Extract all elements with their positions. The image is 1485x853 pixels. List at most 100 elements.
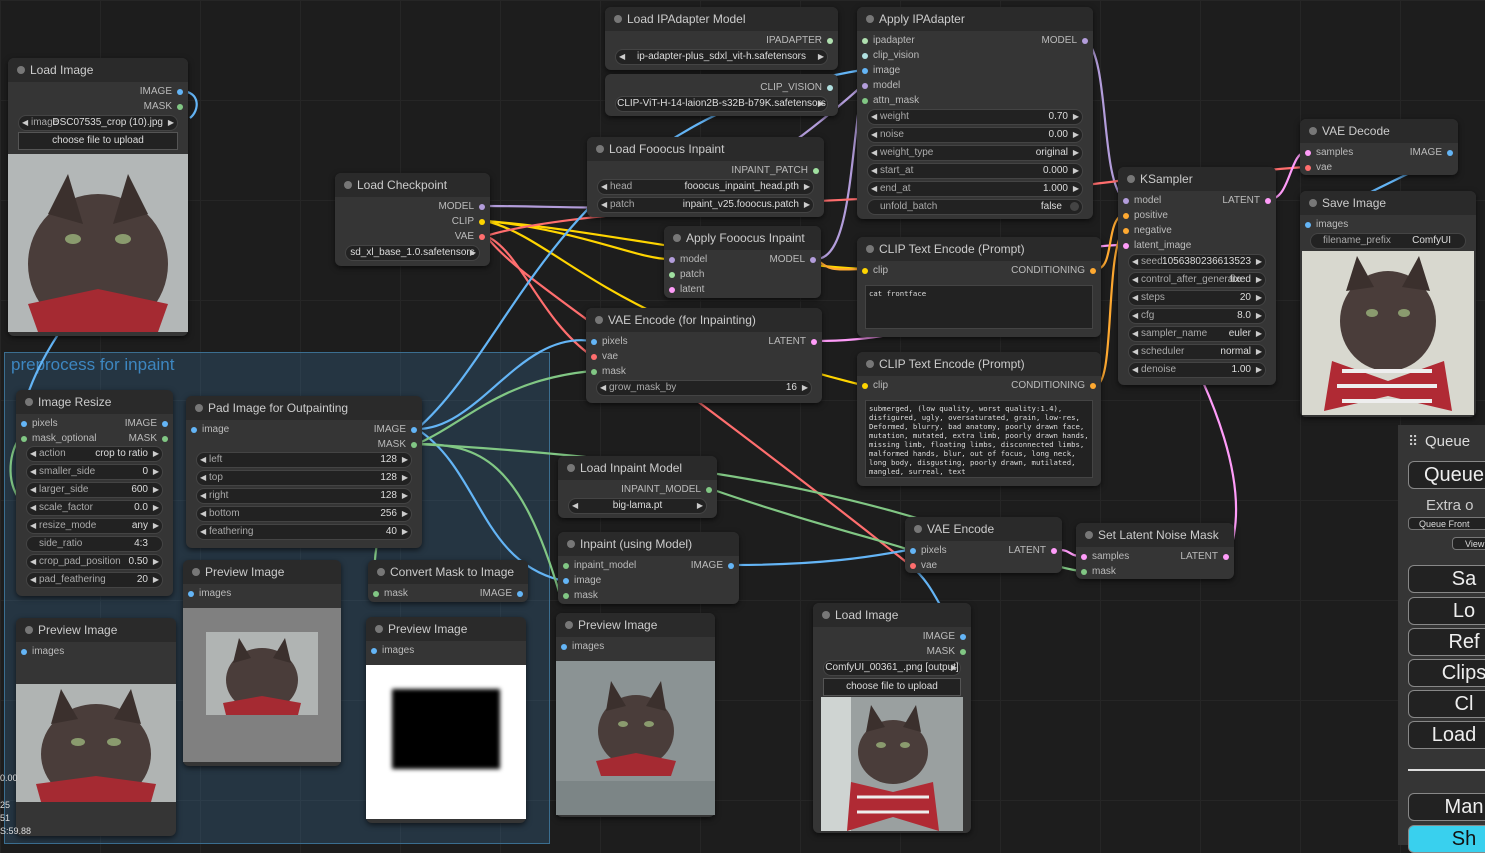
node-load-inpaint-model[interactable]: Load Inpaint Model INPAINT_MODEL ◀big-la… <box>558 456 717 518</box>
node-vae-encode-inpaint[interactable]: VAE Encode (for Inpainting) pixels vae m… <box>586 308 822 403</box>
input-images[interactable]: images <box>561 639 604 654</box>
node-vae-encode[interactable]: VAE Encode pixels vae LATENT <box>905 517 1062 573</box>
input-vae[interactable]: vae <box>910 558 937 573</box>
node-title[interactable]: Preview Image <box>183 560 341 584</box>
collapse-dot-icon[interactable] <box>822 611 830 619</box>
node-title[interactable]: Preview Image <box>556 613 715 637</box>
node-title[interactable]: VAE Decode <box>1300 119 1458 143</box>
manager-button[interactable]: Man <box>1408 793 1485 821</box>
output-model[interactable]: MODEL <box>769 252 816 267</box>
node-inpaint-using-model[interactable]: Inpaint (using Model) inpaint_model imag… <box>558 532 739 604</box>
node-title[interactable]: VAE Encode <box>905 517 1062 541</box>
collapse-dot-icon[interactable] <box>1127 175 1135 183</box>
ckpt-select[interactable]: sd_xl_base_1.0.safetensors▶ <box>345 245 480 261</box>
positive-prompt-textarea[interactable]: cat frontface <box>865 285 1093 329</box>
input-vae[interactable]: vae <box>591 349 618 364</box>
output-ipadapter[interactable]: IPADAPTER <box>766 33 833 48</box>
input-image[interactable]: image <box>862 63 900 78</box>
collapse-dot-icon[interactable] <box>565 621 573 629</box>
input-clip[interactable]: clip <box>862 378 888 393</box>
node-convert-mask[interactable]: Convert Mask to Image mask IMAGE <box>368 560 528 602</box>
queue-prompt-button[interactable]: Queue <box>1408 461 1485 489</box>
output-mask[interactable]: MASK <box>927 644 966 659</box>
node-apply-fooocus[interactable]: Apply Fooocus Inpaint model patch latent… <box>664 226 821 298</box>
output-mask[interactable]: MASK <box>378 437 417 452</box>
collapse-dot-icon[interactable] <box>866 15 874 23</box>
output-latent[interactable]: LATENT <box>1008 543 1057 558</box>
collapse-dot-icon[interactable] <box>866 360 874 368</box>
input-inpaint-model[interactable]: inpaint_model <box>563 558 636 573</box>
output-latent[interactable]: LATENT <box>1222 193 1271 208</box>
input-mask[interactable]: mask <box>591 364 626 379</box>
node-clip-text-positive[interactable]: CLIP Text Encode (Prompt) clip CONDITION… <box>857 237 1101 337</box>
load-default-button[interactable]: Load <box>1408 721 1485 749</box>
collapse-dot-icon[interactable] <box>192 568 200 576</box>
input-clip-vision[interactable]: clip_vision <box>862 48 919 63</box>
node-load-image-2[interactable]: Load Image IMAGE MASK ComfyUI_00361_.png… <box>813 603 971 833</box>
node-preview-image-4[interactable]: Preview Image images <box>556 613 715 817</box>
node-title[interactable]: Load Fooocus Inpaint <box>587 137 824 161</box>
node-title[interactable]: Image Resize <box>16 390 173 414</box>
output-conditioning[interactable]: CONDITIONING <box>1011 263 1096 278</box>
node-title[interactable]: Pad Image for Outpainting <box>186 396 422 420</box>
collapse-dot-icon[interactable] <box>195 404 203 412</box>
input-patch[interactable]: patch <box>669 267 704 282</box>
collapse-dot-icon[interactable] <box>567 540 575 548</box>
input-images[interactable]: images <box>371 643 414 658</box>
node-title[interactable]: Load Image <box>8 58 188 82</box>
queue-front-button[interactable]: Queue Front <box>1408 517 1485 530</box>
ipadapter-file-select[interactable]: ◀ip-adapter-plus_sdxl_vit-h.safetensors▶ <box>615 49 828 65</box>
share-button[interactable]: Sh <box>1408 825 1485 853</box>
output-model[interactable]: MODEL <box>1041 33 1088 48</box>
node-apply-ipadapter[interactable]: Apply IPAdapter ipadapter clip_vision im… <box>857 7 1093 219</box>
output-conditioning[interactable]: CONDITIONING <box>1011 378 1096 393</box>
node-title[interactable]: Load Checkpoint <box>335 173 490 197</box>
refresh-button[interactable]: Ref <box>1408 628 1485 656</box>
node-title[interactable]: CLIP Text Encode (Prompt) <box>857 352 1101 376</box>
input-images[interactable]: images <box>188 586 231 601</box>
input-mask[interactable]: mask <box>373 586 408 601</box>
node-title[interactable]: Load Image <box>813 603 971 627</box>
collapse-dot-icon[interactable] <box>914 525 922 533</box>
output-image[interactable]: IMAGE <box>1410 145 1453 160</box>
collapse-dot-icon[interactable] <box>673 234 681 242</box>
output-latent[interactable]: LATENT <box>1180 549 1229 564</box>
input-pixels[interactable]: pixels <box>910 543 947 558</box>
input-positive[interactable]: positive <box>1123 208 1168 223</box>
upload-button[interactable]: choose file to upload <box>18 132 178 150</box>
input-clip[interactable]: clip <box>862 263 888 278</box>
input-images[interactable]: images <box>1305 217 1348 232</box>
save-button[interactable]: Sa <box>1408 565 1485 593</box>
collapse-dot-icon[interactable] <box>375 625 383 633</box>
model-name-select[interactable]: ◀big-lama.pt▶ <box>568 498 707 514</box>
node-title[interactable]: Load Inpaint Model <box>558 456 717 480</box>
input-latent[interactable]: latent <box>669 282 704 297</box>
input-mask-optional[interactable]: mask_optional <box>21 431 96 446</box>
collapse-dot-icon[interactable] <box>17 66 25 74</box>
node-title[interactable]: Preview Image <box>16 618 176 642</box>
node-pad-image[interactable]: Pad Image for Outpainting image IMAGE MA… <box>186 396 422 548</box>
output-image[interactable]: IMAGE <box>480 586 523 601</box>
node-title[interactable]: Apply Fooocus Inpaint <box>664 226 821 250</box>
view-button[interactable]: View <box>1452 537 1485 550</box>
node-preview-image-3[interactable]: Preview Image images <box>366 617 526 823</box>
collapse-dot-icon[interactable] <box>595 316 603 324</box>
collapse-dot-icon[interactable] <box>567 464 575 472</box>
input-samples[interactable]: samples <box>1081 549 1129 564</box>
node-load-clip-vision[interactable]: CLIP_VISION CLIP-ViT-H-14-laion2B-s32B-b… <box>605 74 838 116</box>
output-model[interactable]: MODEL <box>438 199 485 214</box>
